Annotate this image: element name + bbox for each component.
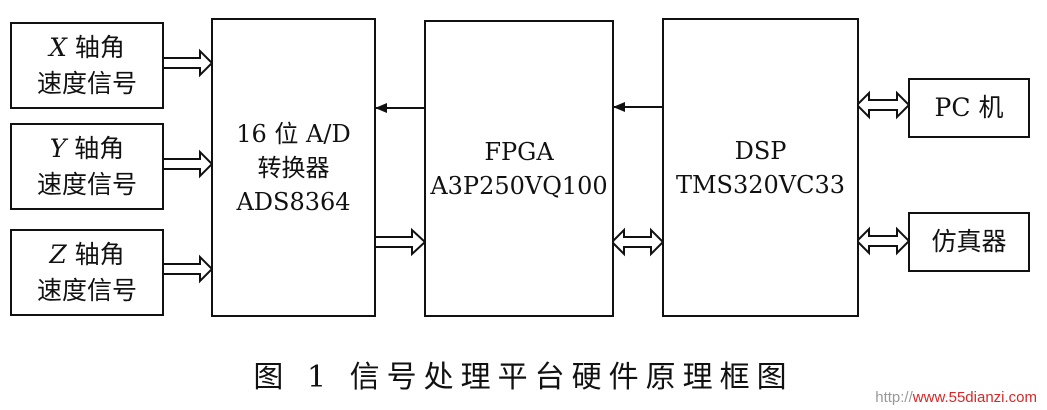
adc-block: 16 位 A/D 转换器 ADS8364 [211,18,376,317]
emulator-box: 仿真器 [908,212,1030,272]
adc-line-3: ADS8364 [236,187,351,216]
input-z-title: Z 轴角 [49,237,124,273]
fpga-line-1: FPGA [484,137,554,166]
watermark-prefix: http:// [875,389,913,406]
input-x-box: X 轴角 速度信号 [10,22,164,109]
input-y-title: Y 轴角 [50,131,124,167]
input-z-axis: Z [49,239,67,269]
adc-line-1: 16 位 A/D [236,119,351,148]
fpga-dsp-bus-arrow [610,227,665,257]
input-z-box: Z 轴角 速度信号 [10,229,164,316]
input-y-label: 轴角 [66,133,125,163]
input-z-to-adc-arrow [162,254,214,284]
figure-caption: 图 1 信号处理平台硬件原理框图 [253,360,794,395]
input-z-subtitle: 速度信号 [36,275,137,305]
pc-box: PC 机 [908,78,1030,138]
input-x-subtitle: 速度信号 [36,68,137,98]
dsp-pc-bus-arrow [855,90,911,120]
watermark-url: www.55dianzi.com [912,389,1037,406]
input-y-box: Y 轴角 速度信号 [10,123,164,210]
pc-label: PC 机 [934,93,1004,122]
input-x-axis: X [49,32,67,62]
input-y-axis: Y [49,133,67,163]
fpga-line-2: A3P250VQ100 [430,171,608,200]
input-y-to-adc-arrow [162,149,214,179]
input-y-subtitle: 速度信号 [36,169,137,199]
input-x-to-adc-arrow [162,48,214,78]
adc-to-fpga-data-arrow [373,227,427,257]
adc-line-2: 转换器 [257,153,330,182]
dsp-emulator-bus-arrow [855,226,911,256]
watermark: http://www.55dianzi.com [875,389,1037,406]
dsp-line-2: TMS320VC33 [675,170,846,199]
dsp-line-1: DSP [734,136,787,165]
fpga-block: FPGA A3P250VQ100 [424,20,614,317]
dsp-block: DSP TMS320VC33 [662,18,859,317]
input-x-label: 轴角 [66,32,125,62]
emulator-label: 仿真器 [931,227,1007,256]
input-x-title: X 轴角 [49,30,125,66]
input-z-label: 轴角 [66,239,125,269]
